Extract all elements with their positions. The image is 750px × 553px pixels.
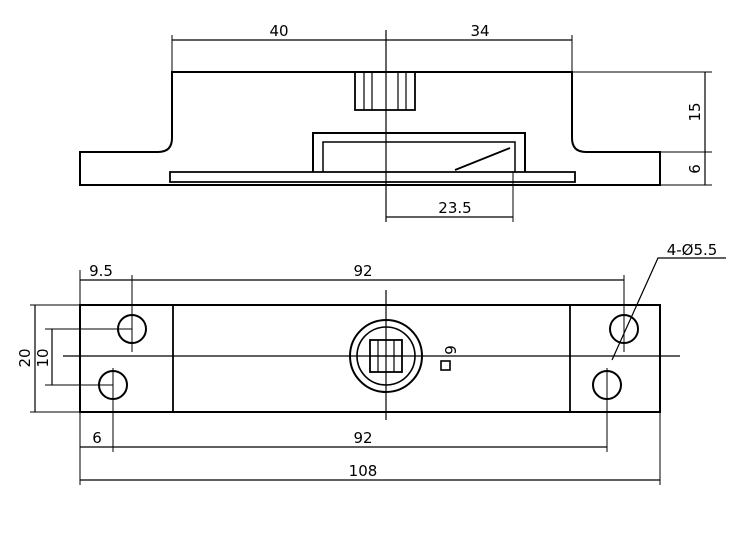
- dim-label-6-side: 6: [686, 164, 704, 174]
- side-view-cavity: [312, 132, 526, 172]
- dim-label-92-top: 92: [353, 262, 372, 280]
- plan-view: [30, 257, 726, 485]
- dim-label-6-bottom: 6: [92, 429, 102, 447]
- side-view: [79, 30, 712, 222]
- side-view-cavity-inner: [322, 141, 516, 172]
- dim-label-23-5: 23.5: [438, 199, 471, 217]
- dim-label-hole-diameter: 4-Ø5.5: [667, 241, 718, 259]
- dim-label-20: 20: [16, 348, 34, 367]
- dim-label-9-5: 9.5: [89, 262, 113, 280]
- dim-label-15: 15: [686, 102, 704, 121]
- side-view-outline: [79, 71, 661, 186]
- dim-label-slot-6: 6: [441, 345, 459, 355]
- dim-label-92-bottom: 92: [353, 429, 372, 447]
- side-view-latch-bevel: [454, 147, 511, 171]
- dim-label-40: 40: [269, 22, 288, 40]
- small-side-slot: [440, 360, 451, 371]
- side-view-base-plate: [169, 171, 576, 183]
- dim-label-108: 108: [349, 462, 378, 480]
- dim-label-34: 34: [470, 22, 489, 40]
- side-view-knob: [354, 71, 416, 111]
- dim-label-10: 10: [34, 348, 52, 367]
- hole-diameter-leader: [611, 257, 726, 361]
